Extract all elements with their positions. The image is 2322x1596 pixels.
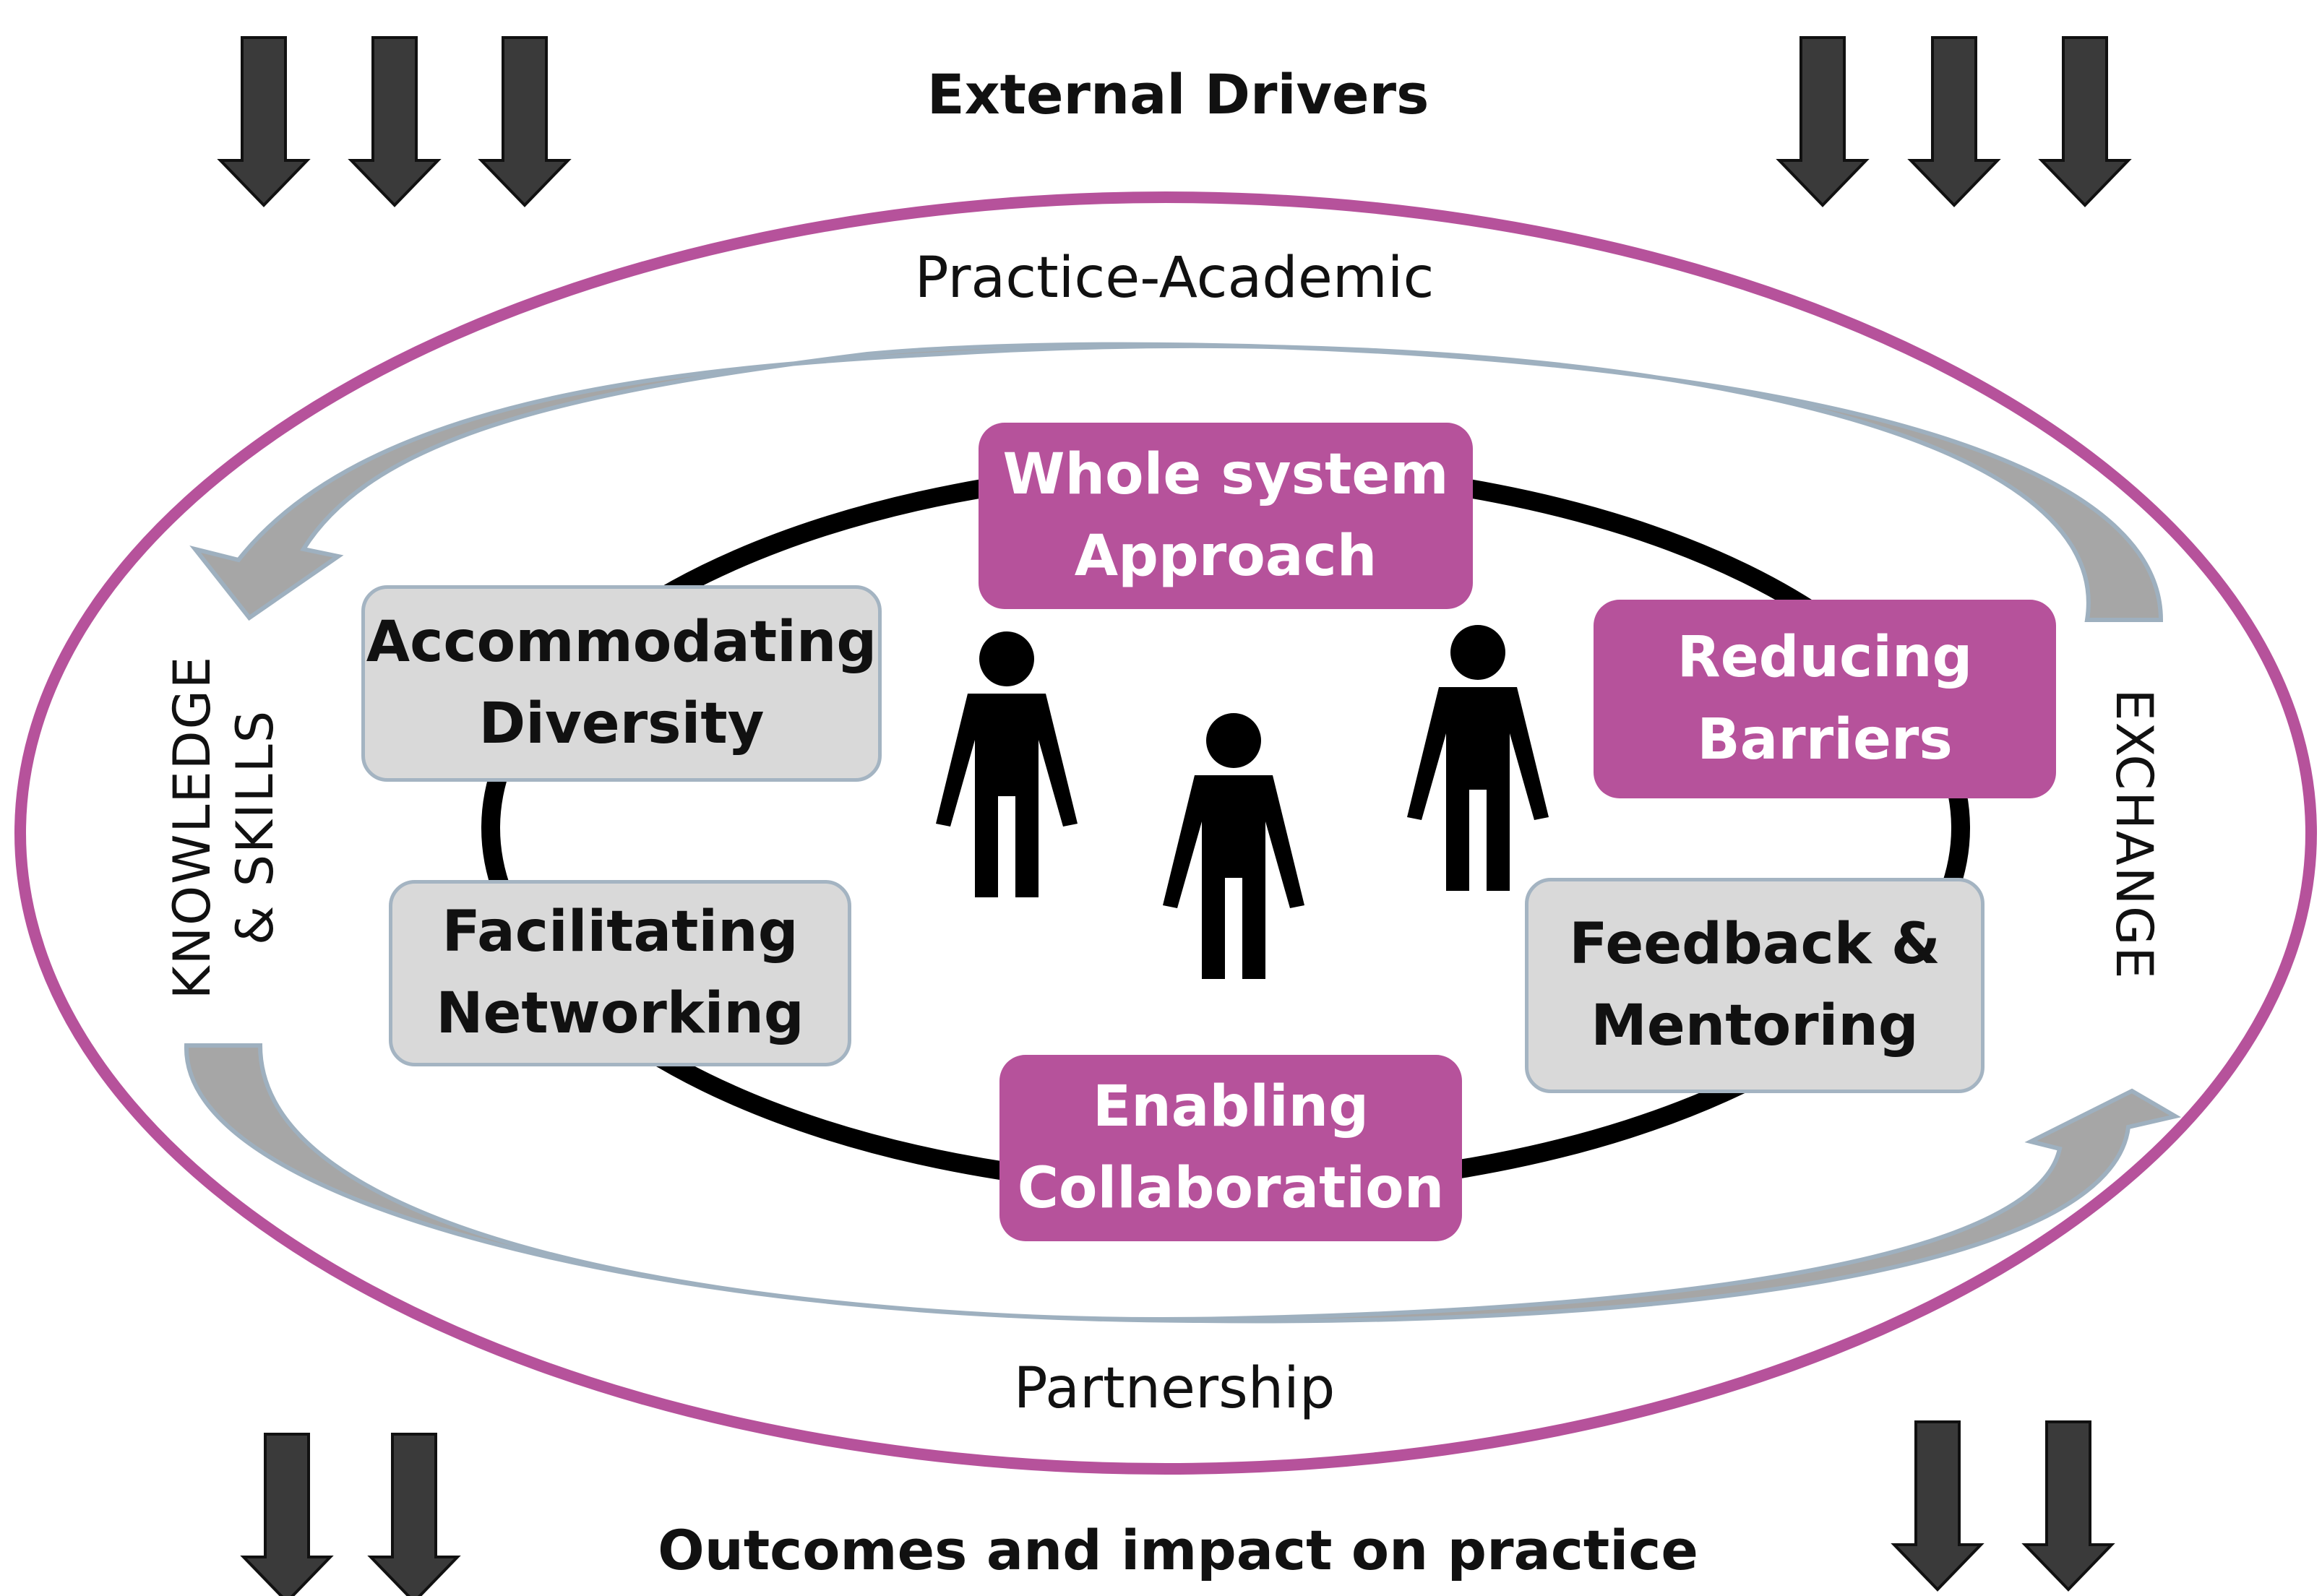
down-arrow-icon [2024, 1420, 2113, 1591]
whole-system-approach-box: Whole system Approach [979, 423, 1473, 609]
down-arrow-icon [480, 36, 569, 207]
external-drivers-title: External Drivers [926, 61, 1429, 126]
down-arrow-icon [369, 1433, 459, 1596]
down-arrow-icon [219, 36, 309, 207]
facilitating-networking-line1: Facilitating [442, 899, 799, 965]
person-icon [936, 631, 1078, 897]
person-icon [1163, 713, 1304, 979]
skills-line: & SKILLS [225, 709, 285, 946]
whole-system-line2: Approach [1074, 524, 1377, 589]
down-arrow-icon [1778, 36, 1867, 207]
reducing-barriers-line2: Barriers [1697, 707, 1953, 772]
down-arrow-icon [2040, 36, 2130, 207]
exchange-label: EXCHANGE [2104, 689, 2164, 980]
down-arrow-icon [242, 1433, 332, 1596]
feedback-mentoring-line1: Feedback & [1569, 911, 1940, 977]
accommodating-diversity-line2: Diversity [478, 691, 765, 756]
practice-academic-label: Practice-Academic [914, 246, 1435, 311]
bottom-right-arrows [1893, 1420, 2113, 1591]
accommodating-diversity-line1: Accommodating [366, 609, 877, 675]
enabling-collaboration-box: Enabling Collaboration [999, 1055, 1462, 1241]
outcomes-title: Outcomes and impact on practice [658, 1517, 1698, 1582]
feedback-mentoring-box: Feedback & Mentoring [1525, 878, 1985, 1093]
down-arrow-icon [1909, 36, 1999, 207]
curved-arrow-icon [184, 1043, 2182, 1324]
person-icon [1407, 625, 1549, 891]
reducing-barriers-line1: Reducing [1677, 625, 1973, 691]
outer-ring [14, 191, 2317, 1475]
down-arrow-icon [1893, 1420, 1982, 1591]
reducing-barriers-box: Reducing Barriers [1594, 600, 2056, 798]
enabling-collaboration-line1: Enabling [1092, 1074, 1369, 1139]
feedback-mentoring-line2: Mentoring [1591, 993, 1919, 1058]
down-arrow-icon [350, 36, 439, 207]
partnership-label: Partnership [1013, 1356, 1336, 1421]
facilitating-networking-line2: Networking [436, 981, 804, 1046]
accommodating-diversity-box: Accommodating Diversity [361, 585, 882, 782]
top-right-arrows [1778, 36, 2130, 207]
curved-arrow-icon [189, 342, 2164, 622]
knowledge-line: KNOWLEDGE [162, 655, 222, 1000]
top-left-arrows [219, 36, 569, 207]
bottom-left-arrows [242, 1433, 459, 1596]
whole-system-line1: Whole system [1002, 441, 1449, 507]
facilitating-networking-box: Facilitating Networking [389, 880, 851, 1066]
enabling-collaboration-line2: Collaboration [1017, 1156, 1445, 1221]
knowledge-skills-label: KNOWLEDGE & SKILLS [152, 574, 296, 1080]
